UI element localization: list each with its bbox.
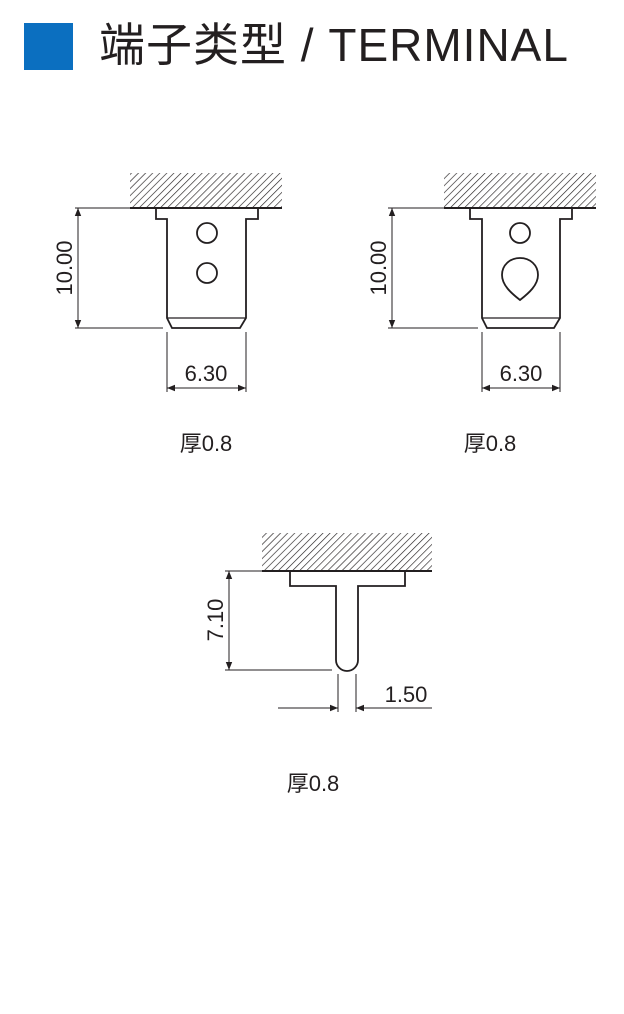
round-hole [509,222,531,244]
mounting-surface-hatch [444,173,596,208]
width-label: 6.30 [500,361,543,386]
header: 端子类型 / TERMINAL [24,18,614,72]
height-label: 10.00 [366,240,391,295]
terminal-body [289,571,406,672]
mounting-surface-hatch [262,533,432,571]
thickness-label: 厚0.8 [180,431,233,456]
title-marker-square [24,23,73,70]
round-hole [196,222,218,244]
width-label: 1.50 [385,682,428,707]
thickness-label: 厚0.8 [287,771,340,796]
thickness-label: 厚0.8 [464,431,517,456]
page-title: 端子类型 / TERMINAL [99,19,569,71]
round-hole [196,262,218,284]
mounting-surface-hatch [130,173,282,208]
terminal-body [155,208,259,329]
width-label: 6.30 [185,361,228,386]
terminal-3: 7.10 1.50 厚0.8 [203,533,432,796]
teardrop-hole [501,257,539,302]
height-label: 7.10 [203,599,228,642]
height-label: 10.00 [52,240,77,295]
terminal-body [469,208,573,329]
terminal-2: 10.00 6.30 厚0.8 [366,173,596,456]
terminal-1: 10.00 6.30 厚0.8 [52,173,282,456]
